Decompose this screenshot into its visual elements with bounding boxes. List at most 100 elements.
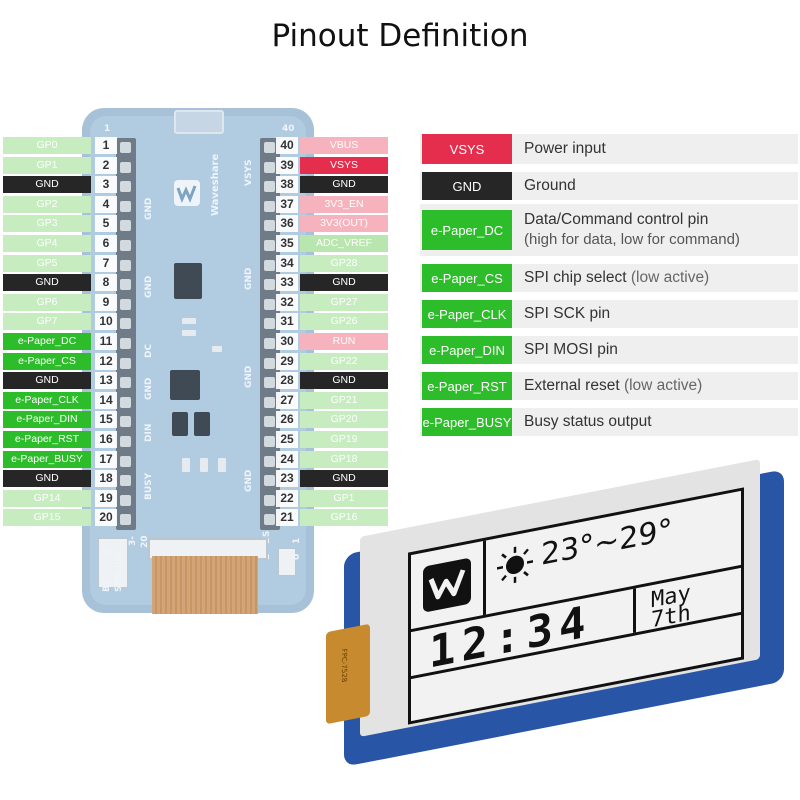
legend-description: Power input (524, 134, 794, 164)
header-pin-hole (264, 475, 275, 486)
legend-tag: e-Paper_BUSY (422, 408, 512, 436)
silk-label: GND (244, 469, 254, 492)
pin-number-24: 24 (276, 451, 298, 468)
pin-label-32: GP27 (300, 294, 388, 311)
pin-label-1: GP0 (3, 137, 91, 154)
pin-label-20: GP15 (3, 509, 91, 526)
pin-number-8: 8 (95, 274, 117, 291)
legend-desc-text: Ground (524, 177, 576, 194)
pin-label-24: GP18 (300, 451, 388, 468)
pin-number-39: 39 (276, 157, 298, 174)
pin-label-7: GP5 (3, 255, 91, 272)
header-pin-hole (264, 240, 275, 251)
pin-number-20: 20 (95, 509, 117, 526)
header-pin-hole (120, 162, 131, 173)
pin-number-6: 6 (95, 235, 117, 252)
header-pin-hole (264, 142, 275, 153)
pin-number-31: 31 (276, 313, 298, 330)
pin-number-38: 38 (276, 176, 298, 193)
pin-label-29: GP22 (300, 353, 388, 370)
pin-number-34: 34 (276, 255, 298, 272)
silk-pin-1: 1 (104, 124, 111, 134)
divider (633, 588, 636, 633)
pin-label-13: GND (3, 372, 91, 389)
header-pin-hole (120, 456, 131, 467)
capacitor (218, 458, 226, 472)
pin-number-27: 27 (276, 392, 298, 409)
header-pin-hole (264, 220, 275, 231)
left-pin-header (116, 138, 136, 530)
header-pin-hole (264, 338, 275, 349)
legend-desc-text: External reset (524, 377, 620, 394)
silk-label: GND (144, 197, 154, 220)
legend-desc-text: Power input (524, 140, 606, 157)
pin-label-38: GND (300, 176, 388, 193)
pin-label-16: e-Paper_RST (3, 431, 91, 448)
header-pin-hole (120, 318, 131, 329)
epaper-display-module: FPC-7528 23°~29° 12:34 May (316, 459, 796, 778)
header-pin-hole (264, 279, 275, 290)
legend-description-line: Power input (524, 139, 794, 159)
pin-label-27: GP21 (300, 392, 388, 409)
pin-number-22: 22 (276, 490, 298, 507)
header-pin-hole (120, 220, 131, 231)
silk-label: SPI (114, 575, 124, 592)
header-pin-hole (120, 514, 131, 525)
bs-interface-switch[interactable] (98, 538, 128, 588)
pin-number-14: 14 (95, 392, 117, 409)
header-pin-hole (120, 436, 131, 447)
legend-description-line: External reset (low active) (524, 376, 794, 396)
pin-number-32: 32 (276, 294, 298, 311)
pin-label-40: VBUS (300, 137, 388, 154)
silk-label: GND (244, 267, 254, 290)
bs-jumper[interactable] (278, 548, 296, 576)
pin-number-15: 15 (95, 411, 117, 428)
pin-number-21: 21 (276, 509, 298, 526)
pin-label-35: ADC_VREF (300, 235, 388, 252)
pin-number-35: 35 (276, 235, 298, 252)
pin-label-3: GND (3, 176, 91, 193)
usb-connector-icon (174, 110, 224, 134)
header-pin-hole (264, 436, 275, 447)
transistor (194, 412, 210, 436)
pin-number-37: 37 (276, 196, 298, 213)
fpc-label: FPC-7528 (340, 648, 348, 684)
pin-number-33: 33 (276, 274, 298, 291)
legend-desc-note: (low active) (623, 377, 703, 394)
legend-desc-text: SPI SCK pin (524, 305, 611, 322)
silk-label: 4-line (114, 549, 124, 578)
legend-description: SPI SCK pin (524, 300, 794, 328)
pin-label-22: GP1 (300, 490, 388, 507)
header-pin-hole (264, 201, 275, 212)
legend-description-line: SPI chip select (low active) (524, 268, 794, 288)
header-pin-hole (264, 377, 275, 388)
pin-number-26: 26 (276, 411, 298, 428)
silk-label: DC (144, 343, 154, 358)
header-pin-hole (264, 299, 275, 310)
pin-number-10: 10 (95, 313, 117, 330)
silk-label: VSYS (244, 159, 254, 186)
legend-tag: e-Paper_DC (422, 210, 512, 250)
silk-label: 0 (292, 553, 302, 560)
legend-desc-note: (low active) (630, 269, 710, 286)
legend-description-line: SPI SCK pin (524, 304, 794, 324)
pin-number-11: 11 (95, 333, 117, 350)
silk-label: BUSY (144, 472, 154, 500)
capacitor (182, 458, 190, 472)
pin-number-36: 36 (276, 215, 298, 232)
silk-label: GND (144, 275, 154, 298)
pin-label-4: GP2 (3, 196, 91, 213)
silk-label: 1 (292, 537, 302, 544)
pin-label-31: GP26 (300, 313, 388, 330)
header-pin-hole (264, 495, 275, 506)
legend-tag: e-Paper_DIN (422, 336, 512, 364)
pin-label-19: GP14 (3, 490, 91, 507)
capacitor (200, 458, 208, 472)
pin-number-1: 1 (95, 137, 117, 154)
pin-label-15: e-Paper_DIN (3, 411, 91, 428)
